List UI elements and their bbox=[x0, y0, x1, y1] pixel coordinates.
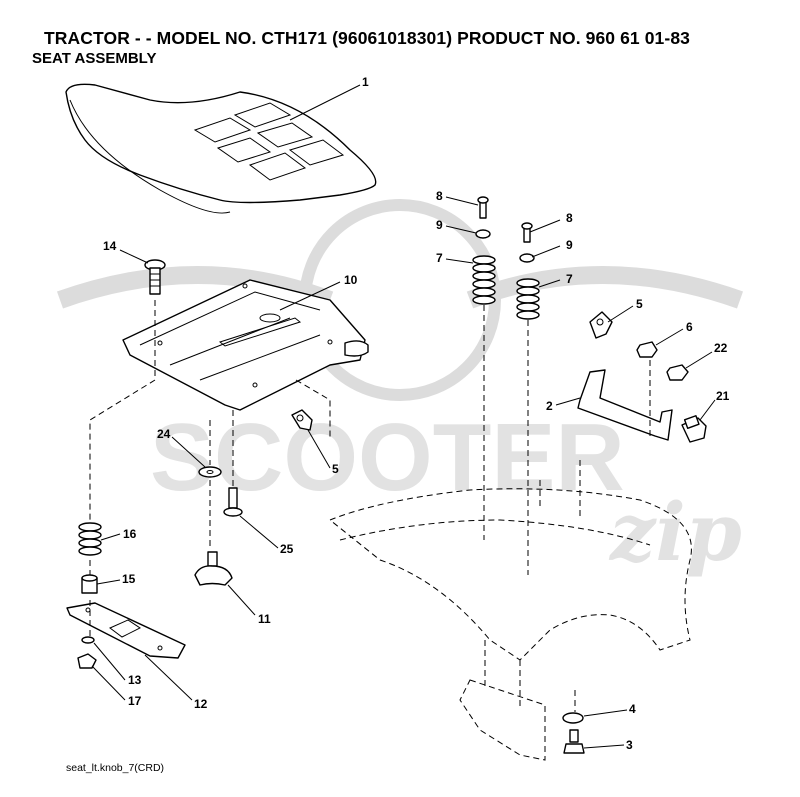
callout-12: 12 bbox=[194, 697, 208, 711]
callout-5: 5 bbox=[332, 462, 339, 476]
callout-11: 11 bbox=[258, 612, 271, 626]
callout-25: 25 bbox=[280, 542, 294, 556]
lock-washer-part bbox=[81, 636, 95, 644]
watermark-script-text: zip bbox=[608, 485, 742, 579]
hex-nut-part bbox=[636, 341, 658, 358]
fender-outline bbox=[329, 488, 692, 761]
callout-7: 7 bbox=[566, 272, 573, 286]
hex-bolt-part bbox=[681, 415, 707, 443]
alignment-lines bbox=[89, 300, 651, 712]
spring-stack-left bbox=[472, 196, 496, 305]
callout-2: 2 bbox=[546, 399, 553, 413]
seat-clip-part-left bbox=[291, 409, 313, 431]
spring-stack-right bbox=[516, 222, 540, 320]
callout-labels: 1 8 9 7 8 9 7 14 10 5 6 22 2 21 24 5 16 … bbox=[103, 75, 730, 752]
shoulder-bolt-part bbox=[223, 487, 243, 517]
seat-bracket-part bbox=[577, 369, 673, 441]
callout-5: 5 bbox=[636, 297, 643, 311]
callout-4: 4 bbox=[629, 702, 636, 716]
callout-8: 8 bbox=[436, 189, 443, 203]
seat-knob-part bbox=[194, 551, 233, 586]
flat-washer-part bbox=[198, 466, 222, 478]
flange-nut-part bbox=[77, 653, 97, 669]
callout-10: 10 bbox=[344, 273, 358, 287]
callout-8: 8 bbox=[566, 211, 573, 225]
callout-17: 17 bbox=[128, 694, 142, 708]
seat-slide-plate-part bbox=[66, 602, 186, 659]
callout-3: 3 bbox=[626, 738, 633, 752]
callout-14: 14 bbox=[103, 239, 117, 253]
drawing-reference-id: seat_lt.knob_7(CRD) bbox=[66, 762, 165, 774]
callout-22: 22 bbox=[714, 341, 728, 355]
callout-1: 1 bbox=[362, 75, 369, 89]
bolt-part bbox=[563, 729, 585, 754]
assembly-subtitle: SEAT ASSEMBLY bbox=[32, 50, 157, 67]
seat-pan-part bbox=[122, 279, 369, 411]
watermark-text: SCOOTER bbox=[150, 404, 625, 511]
callout-13: 13 bbox=[128, 673, 142, 687]
spacer-part bbox=[81, 574, 98, 594]
callout-9: 9 bbox=[566, 238, 573, 252]
washer-part bbox=[562, 712, 584, 724]
compression-spring-part bbox=[78, 522, 102, 556]
callout-16: 16 bbox=[123, 527, 137, 541]
seat-clip-part bbox=[589, 311, 613, 339]
diagram-title: TRACTOR - - MODEL NO. CTH171 (9606101830… bbox=[44, 28, 690, 48]
callout-21: 21 bbox=[716, 389, 730, 403]
callout-24: 24 bbox=[157, 427, 171, 441]
callout-7: 7 bbox=[436, 251, 443, 265]
carriage-bolt-part bbox=[144, 259, 166, 295]
callout-leaders bbox=[91, 84, 716, 749]
lock-nut-part bbox=[666, 364, 689, 381]
callout-6: 6 bbox=[686, 320, 693, 334]
callout-9: 9 bbox=[436, 218, 443, 232]
callout-15: 15 bbox=[122, 572, 136, 586]
seat-part bbox=[65, 83, 377, 214]
